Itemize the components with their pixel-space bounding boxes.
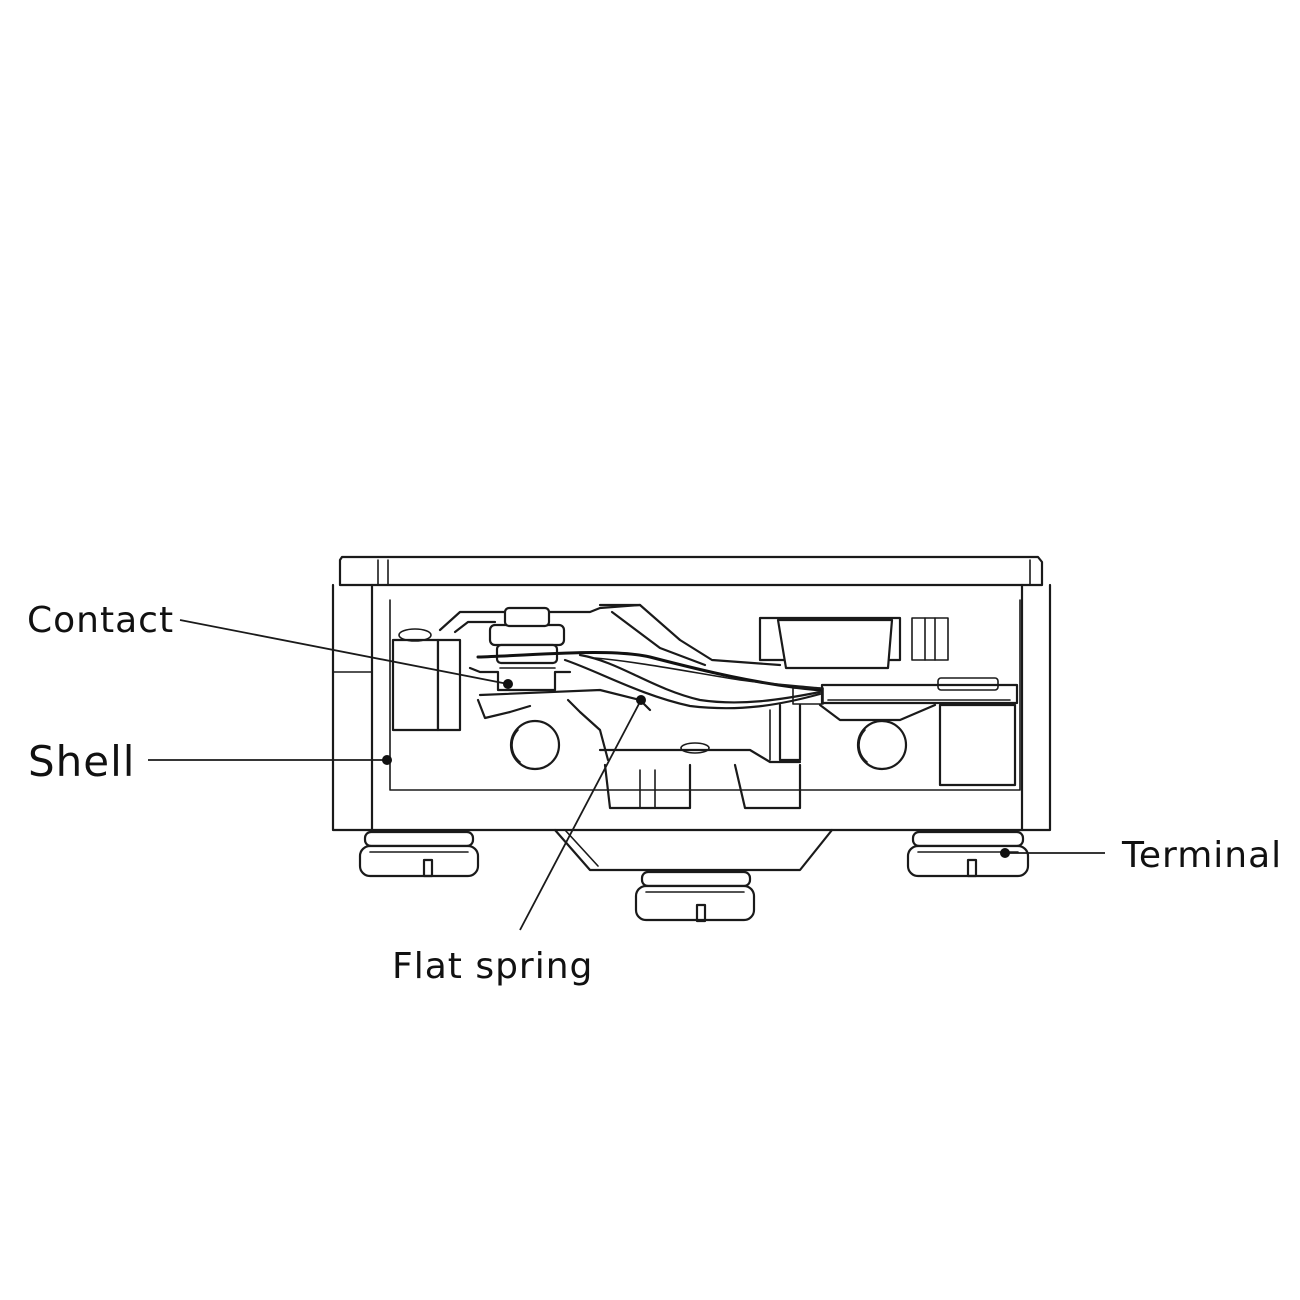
terminal-left: [358, 830, 480, 878]
label-terminal: Terminal: [1121, 835, 1282, 876]
flat-spring: [476, 603, 822, 710]
mounting-holes: [509, 719, 908, 771]
right-mechanism: [598, 616, 1019, 810]
switch-housing: [331, 555, 1052, 872]
label-flat-spring: Flat spring: [392, 946, 593, 987]
leader-contact: [179, 619, 513, 689]
label-contact: Contact: [27, 600, 174, 641]
leader-terminal: [1000, 848, 1105, 858]
left-contact-assembly: [391, 603, 652, 762]
leader-flat-spring: [519, 695, 646, 931]
leader-shell: [148, 755, 392, 765]
label-shell: Shell: [28, 737, 135, 786]
terminal-right: [906, 830, 1030, 878]
terminal-center: [634, 870, 756, 923]
